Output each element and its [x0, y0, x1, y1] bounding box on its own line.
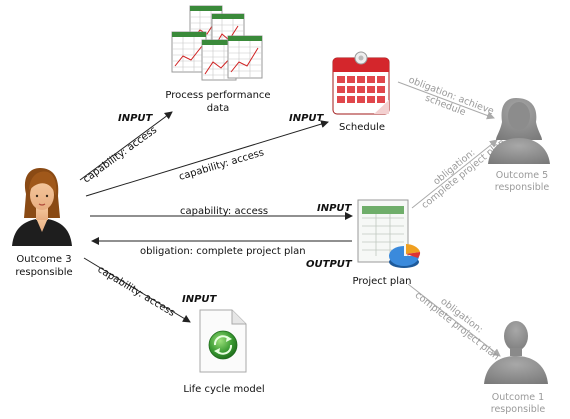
schedule-label: Schedule [339, 122, 385, 133]
edge-to-process-label: capability: access [81, 125, 159, 186]
calendar-icon [332, 51, 390, 115]
person-silhouette-icon [484, 321, 548, 384]
edge-from-plan-label: obligation: complete project plan [140, 246, 306, 257]
spreadsheet-icon [171, 5, 263, 81]
edge-plan-outcome5-line2: complete project plan [420, 137, 508, 211]
edge-to-schedule [85, 120, 329, 197]
process-data-line2: data [207, 103, 230, 114]
edge-to-schedule-tag: INPUT [289, 113, 325, 124]
outcome5-line1: Outcome 5 [496, 170, 548, 181]
process-data-line1: Process performance [165, 90, 270, 101]
edge-schedule-outcome5 [397, 81, 495, 120]
edge-to-lifecycle-tag: INPUT [182, 294, 218, 305]
edge-plan-outcome1-line2: complete project plan [413, 290, 502, 363]
outcome5-line2: responsible [495, 182, 550, 193]
outcome3-line1: Outcome 3 [16, 254, 71, 265]
edge-plan-outcome5 [411, 139, 498, 209]
recycle-icon [208, 330, 238, 360]
outcome1-line2: responsible [491, 404, 546, 415]
edge-to-process-tag: INPUT [118, 113, 154, 124]
person-silhouette-icon [488, 98, 550, 164]
woman-avatar-icon [12, 168, 72, 246]
pie-chart-icon [389, 244, 421, 268]
edge-to-process [79, 111, 173, 181]
lifecycle-label: Life cycle model [183, 384, 264, 395]
edge-to-plan-tag: INPUT [317, 203, 353, 214]
edge-to-schedule-label: capability: access [178, 147, 266, 183]
edge-to-lifecycle [83, 257, 191, 323]
edge-to-lifecycle-label: capability: access [95, 264, 176, 319]
edge-to-plan-label: capability: access [180, 206, 268, 217]
outcome1-line1: Outcome 1 [492, 392, 544, 403]
outcome3-line2: responsible [15, 267, 72, 278]
project-plan-label: Project plan [353, 276, 412, 287]
edge-plan-outcome1 [407, 283, 501, 357]
edge-from-plan-tag: OUTPUT [306, 259, 353, 270]
